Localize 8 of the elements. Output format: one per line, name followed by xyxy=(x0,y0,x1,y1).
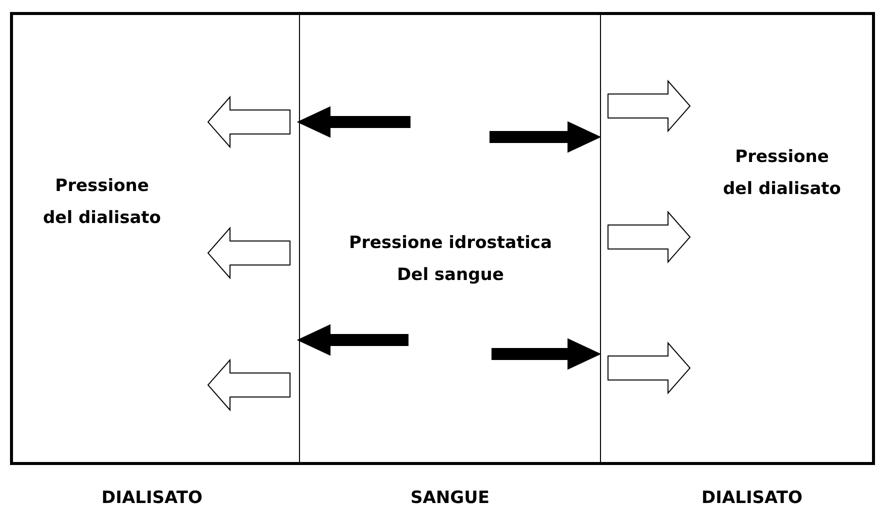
dialysate-chamber xyxy=(10,12,875,465)
section-label: SANGUE xyxy=(410,487,490,510)
pressure-text: Pressione del dialisato xyxy=(722,146,842,201)
section-label: DIALISATO xyxy=(700,487,804,510)
section-label: DIALISATO xyxy=(100,487,204,510)
blood-band xyxy=(299,12,601,465)
pressure-text: Pressione idrostatica Del sangue xyxy=(348,232,553,287)
pressure-text: Pressione del dialisato xyxy=(42,175,162,230)
